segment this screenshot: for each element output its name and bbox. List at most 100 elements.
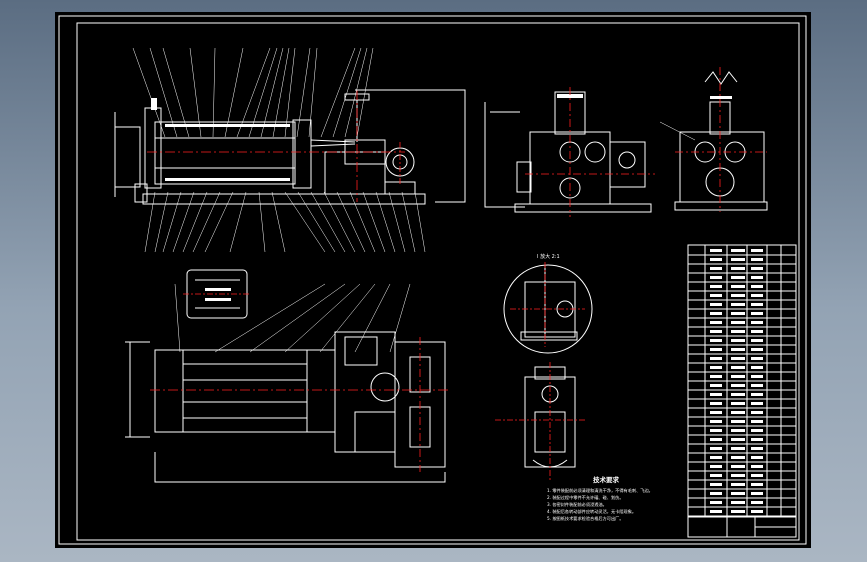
technical-requirements: 技术要求 1. 零件装配前必须清理和清洗干净，不得有毛刺、飞边。 2. 装配过程… (547, 475, 653, 522)
leader-line (229, 191, 247, 253)
leader-line (320, 47, 356, 138)
table-cell-mark (710, 492, 722, 495)
table-cell-mark (751, 420, 763, 423)
table-cell-mark (751, 447, 763, 450)
table-cell-mark (710, 393, 722, 396)
table-cell-mark (731, 249, 745, 252)
leader-line (172, 191, 195, 253)
table-cell-mark (710, 321, 722, 324)
table-cell-mark (710, 375, 722, 378)
table-cell-mark (751, 258, 763, 261)
table-cell-mark (751, 366, 763, 369)
table-cell-mark (710, 438, 722, 441)
table-cell-mark (731, 258, 745, 261)
leader-line (323, 191, 356, 253)
inner-frame (76, 22, 800, 541)
detail-view: I 放大 2:1 (503, 253, 593, 354)
table-cell-mark (751, 510, 763, 513)
table-cell-mark (731, 465, 745, 468)
table-cell-mark (710, 294, 722, 297)
table-cell-mark (751, 375, 763, 378)
leader-line (189, 47, 202, 138)
table-cell-mark (751, 456, 763, 459)
table-cell-mark (731, 312, 745, 315)
table-cell-mark (751, 312, 763, 315)
technical-requirement-item: 5. 按图纸技术要求检验合格后方可出厂。 (547, 515, 624, 522)
table-cell-mark (710, 357, 722, 360)
leader-line (249, 283, 346, 353)
leader-line (212, 47, 216, 138)
table-cell-mark (751, 492, 763, 495)
leader-line (162, 191, 182, 253)
table-cell-mark (731, 501, 745, 504)
leader-line (162, 47, 190, 138)
table-cell-mark (751, 348, 763, 351)
side-view (484, 87, 655, 217)
leader-line (389, 283, 411, 353)
table-cell-mark (731, 384, 745, 387)
table-cell-mark (710, 276, 722, 279)
leader-line (132, 47, 166, 138)
leader-line (248, 47, 278, 138)
table-cell-mark (731, 456, 745, 459)
leader-line (354, 283, 391, 353)
leader-line (284, 283, 361, 353)
table-cell-mark (751, 474, 763, 477)
outer-frame (58, 15, 807, 545)
table-cell-mark (731, 447, 745, 450)
table-cell-mark (710, 285, 722, 288)
front-view (114, 89, 466, 205)
table-cell-mark (731, 438, 745, 441)
leader-line (182, 191, 208, 253)
leader-line (271, 191, 286, 253)
technical-requirement-item: 1. 零件装配前必须清理和清洗干净，不得有毛刺、飞边。 (547, 487, 653, 494)
table-cell-mark (751, 339, 763, 342)
table-cell-mark (731, 510, 745, 513)
table-cell-mark (710, 384, 722, 387)
table-cell-mark (731, 366, 745, 369)
table-cell-mark (751, 411, 763, 414)
leader-line (388, 191, 406, 253)
table-cell-mark (731, 429, 745, 432)
leader-line (236, 47, 271, 138)
leader-line (332, 47, 362, 138)
table-cell-mark (751, 384, 763, 387)
table-cell-mark (710, 366, 722, 369)
table-cell-mark (731, 321, 745, 324)
table-cell-mark (751, 330, 763, 333)
table-cell-mark (710, 303, 722, 306)
leader-line (149, 47, 178, 138)
table-cell-mark (710, 447, 722, 450)
table-cell-mark (710, 474, 722, 477)
leader-line (401, 191, 416, 253)
leader-line (204, 191, 234, 253)
leader-line (144, 191, 156, 253)
table-cell-mark (710, 411, 722, 414)
leader-line (308, 47, 318, 138)
plan-view (125, 331, 450, 483)
table-cell-mark (710, 339, 722, 342)
table-cell-mark (731, 402, 745, 405)
technical-requirements-title: 技术要求 (593, 475, 620, 484)
table-cell-mark (710, 465, 722, 468)
leader-line (349, 191, 376, 253)
table-cell-mark (731, 483, 745, 486)
table-cell-mark (751, 429, 763, 432)
table-cell-mark (710, 312, 722, 315)
table-cell-mark (710, 267, 722, 270)
table-cell-mark (731, 348, 745, 351)
table-cell-mark (710, 330, 722, 333)
table-cell-mark (751, 357, 763, 360)
cross-section-view (495, 362, 585, 480)
table-cell-mark (710, 420, 722, 423)
detail-view-label: I 放大 2:1 (537, 253, 560, 260)
cad-viewport[interactable]: I 放大 2:1 技术要求 1. 零件装配前必须清理和清洗干净，不得有毛刺、飞边… (55, 12, 811, 548)
table-cell-mark (731, 393, 745, 396)
leader-line (336, 191, 366, 253)
table-cell-mark (731, 276, 745, 279)
table-cell-mark (751, 294, 763, 297)
leader-line (174, 283, 181, 353)
leader-line (284, 47, 296, 138)
leader-line (272, 47, 290, 138)
table-cell-mark (751, 393, 763, 396)
